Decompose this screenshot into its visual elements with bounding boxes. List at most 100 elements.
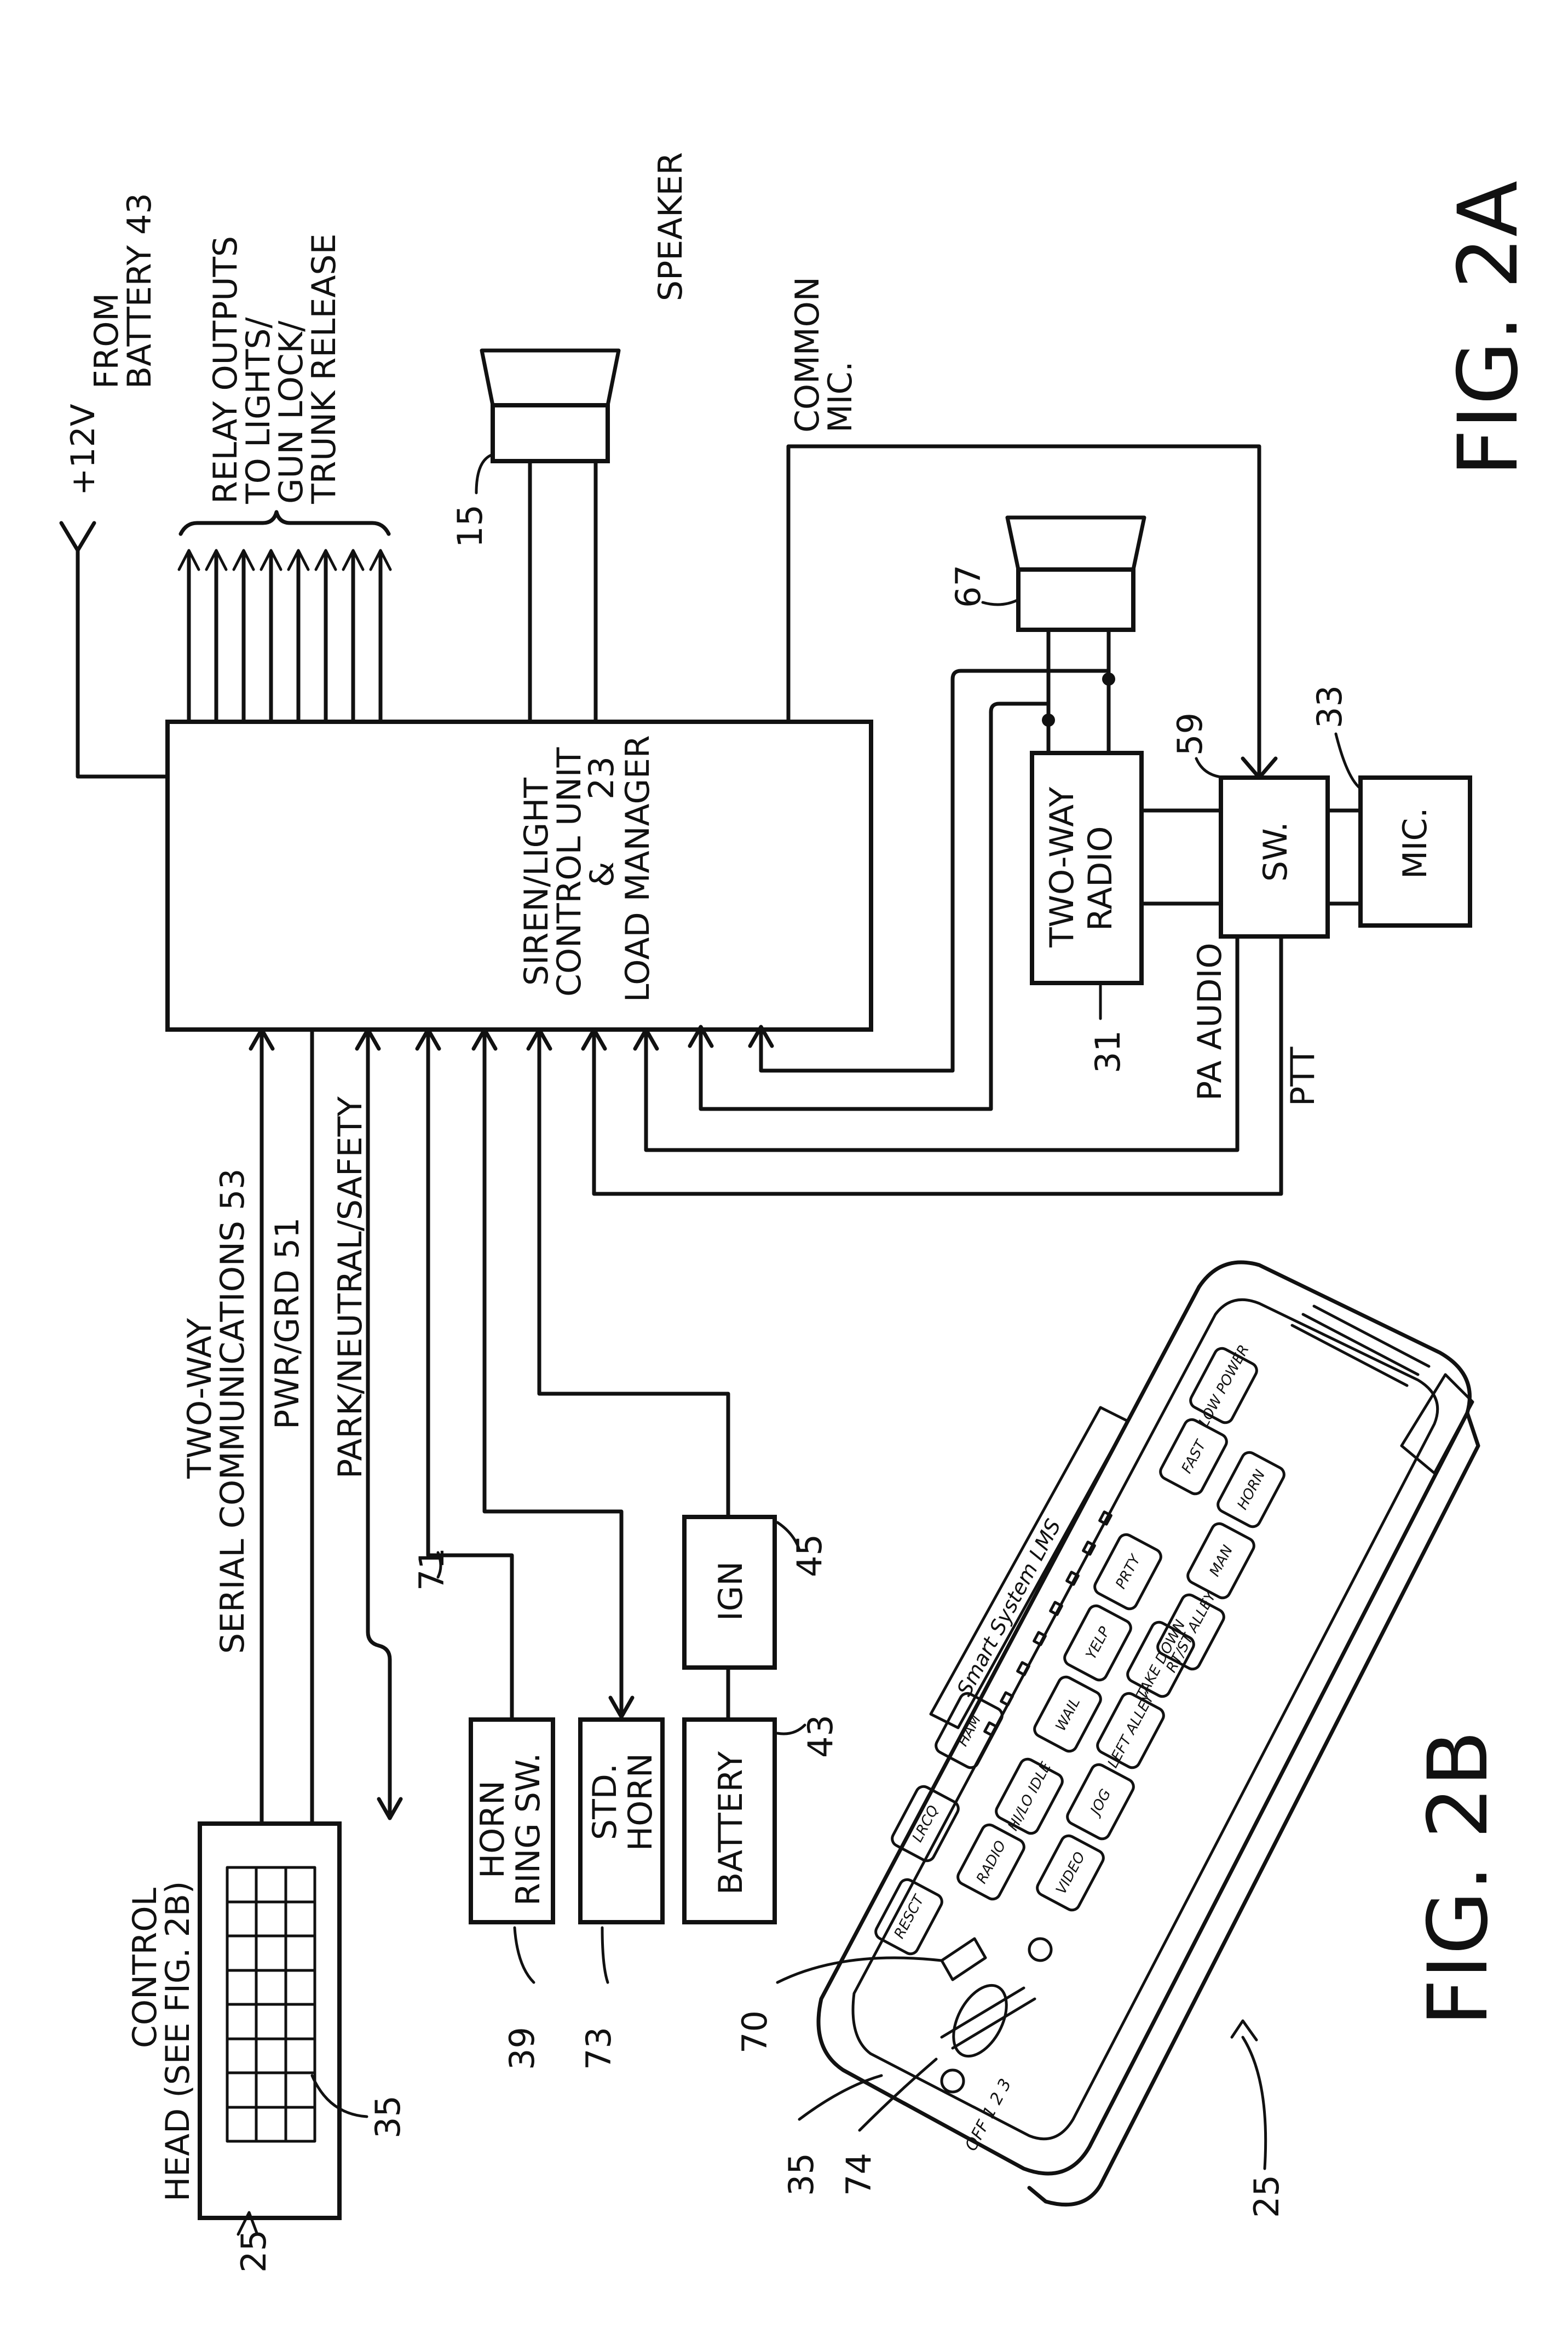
keypad-key-label: MAN (1207, 1543, 1237, 1579)
keypad-housing-edge (1027, 1411, 1480, 2207)
ref-43: 43 (800, 1715, 840, 1758)
keypad-key: FAST (1159, 1418, 1228, 1496)
ref-70-leader (776, 1956, 943, 1984)
keypad-key-cap (1156, 1593, 1225, 1671)
keypad-key-label: JOG (1086, 1786, 1115, 1820)
ptt-label: PTT (1284, 1047, 1322, 1106)
selector-pin (1028, 1937, 1053, 1962)
keypad-key: RADIO (956, 1823, 1025, 1901)
radio-audio-arrow-2 (688, 1025, 714, 1048)
ptt-line (592, 934, 1283, 1196)
common-mic-label-1: COMMON (788, 277, 827, 433)
std-horn-box (578, 1717, 665, 1924)
keypad-key-cap (1189, 1347, 1258, 1424)
figure-2b-title: FIG. 2B (1411, 1731, 1506, 2026)
std-horn-label-1: STD. (586, 1763, 624, 1840)
keypad-key-cap (1066, 1763, 1135, 1841)
unit-label-3: & (583, 861, 621, 887)
power-feed-line (76, 548, 170, 779)
keypad-key-label: RESCT (891, 1892, 928, 1941)
ref-67: 67 (948, 565, 988, 608)
keypad-key: MAN (1186, 1522, 1255, 1600)
two-way-radio-label-1: TWO-WAY (1043, 786, 1081, 948)
keypad-key-cap (956, 1823, 1025, 1901)
control-head-box (198, 1821, 342, 2220)
keypad-key-cap (1126, 1620, 1195, 1698)
serial-label-2: SERIAL COMMUNICATIONS 53 (214, 1169, 252, 1654)
junction-dot-1 (1042, 714, 1055, 727)
two-way-radio-box (1030, 751, 1144, 985)
ref-35-control-head: 35 (368, 2095, 408, 2139)
ref-70: 70 (735, 2010, 775, 2054)
relay-label-4: TRUNK RELEASE (305, 233, 343, 504)
from-battery-label-2: BATTERY 43 (120, 193, 159, 389)
serial-label-1: TWO-WAY (181, 1318, 219, 1479)
keypad-key-cap (1063, 1604, 1132, 1682)
control-head-label-1: CONTROL (126, 1887, 164, 2048)
relay-label-1: RELAY OUTPUTS (206, 236, 245, 504)
keypad-key-cap (891, 1785, 960, 1863)
control-head-keypad-grid (226, 1866, 316, 2143)
keypad-key-label: LOW POWER (1196, 1342, 1253, 1429)
selector-label: OFF 1 2 3 (961, 2076, 1016, 2154)
std-horn-arrows (471, 1027, 635, 1719)
power-terminal-symbol (59, 521, 96, 553)
ref-35-leader-b (798, 2074, 883, 2121)
keypad-key-cap (1093, 1533, 1162, 1611)
keypad-illustration: Smart System LMS LOW POWERFASTHORNMANRT/… (816, 1260, 1480, 2207)
ref-43-leader (776, 1723, 806, 1735)
pa-ptt-arrows (581, 1027, 659, 1051)
std-horn-label-2: HORN (621, 1753, 660, 1851)
ref-25-leader-b (1241, 2036, 1267, 2170)
keypad-key-cap (1186, 1522, 1255, 1600)
keypad-key-cap (935, 1692, 1004, 1769)
keypad-housing-outer (816, 1260, 1472, 2176)
park-label: PARK/NEUTRAL/SAFETY (331, 1096, 370, 1479)
relay-label-2: TO LIGHTS/ (239, 317, 278, 504)
junction-dot-2 (1102, 672, 1115, 686)
keypad-key: HAM (935, 1692, 1004, 1769)
pwr-grd-label: PWR/GRD 51 (268, 1217, 307, 1429)
speaker-15-wires (528, 459, 598, 724)
keypad-key-cap (995, 1757, 1064, 1835)
pa-audio-line (644, 934, 1240, 1152)
keypad-key-label: HI/LO IDLE (1005, 1759, 1054, 1833)
radio-audio-arrow-1 (748, 1025, 774, 1048)
ref-33-leader (1334, 732, 1362, 790)
keypad-key-label: LEFT ALLEY (1105, 1690, 1158, 1771)
radio-switch-links (1139, 808, 1223, 906)
ref-35-leader-a (310, 2074, 368, 2118)
battery-label: BATTERY (712, 1751, 750, 1895)
keypad-key: PRTY (1093, 1533, 1162, 1611)
keypad-rear-ridges (1290, 1304, 1431, 1387)
ref-67-leader (981, 598, 1020, 606)
ref-73-leader (601, 1926, 609, 1984)
selector-knob-ridges (940, 1986, 1036, 2050)
horn-ring-arrow (415, 1027, 441, 1051)
keypad-key: HORN (1217, 1451, 1285, 1528)
keypad-key: WAIL (1033, 1675, 1102, 1753)
mounting-clip (940, 1937, 987, 1981)
speaker-label: SPEAKER (652, 152, 690, 301)
horn-ring-switch-box (469, 1717, 555, 1924)
selector-pin-2 (940, 2068, 965, 2094)
ref-59-leader (1195, 757, 1231, 779)
horn-ring-label-2: RING SW. (509, 1753, 547, 1906)
speaker-15-symbol (480, 348, 621, 463)
keypad-key: JOG (1066, 1763, 1135, 1841)
ref-74-leader (858, 2057, 938, 2132)
from-battery-label-1: FROM (88, 293, 126, 389)
ref-15-leader (475, 453, 494, 495)
keypad-key-label: FAST (1179, 1436, 1210, 1476)
keypad-key-label: VIDEO (1053, 1849, 1088, 1897)
keypad-bracket (1400, 1373, 1474, 1475)
keypad-key-label: WAIL (1053, 1695, 1084, 1734)
selector-knob (952, 1984, 1008, 2058)
control-head-label-2: HEAD (SEE FIG. 2B) (159, 1881, 197, 2201)
ref-71: 71 (412, 1548, 452, 1591)
radio-audio-line-2 (699, 702, 1051, 1111)
ref-25-control-head: 25 (234, 2229, 274, 2273)
relay-label-3: GUN LOCK/ (272, 320, 310, 504)
